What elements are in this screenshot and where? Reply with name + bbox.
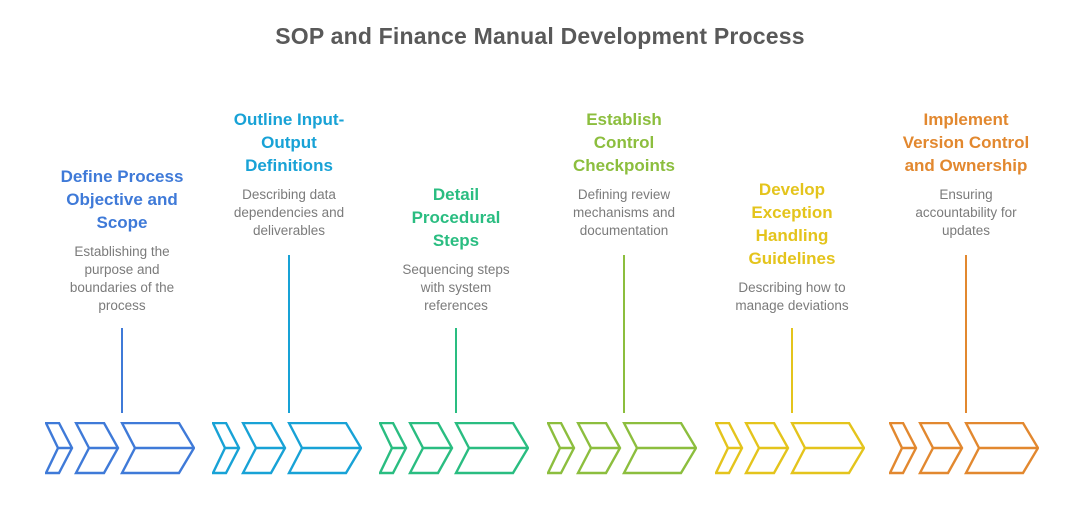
diagram-title: SOP and Finance Manual Development Proce… [275,23,805,49]
process-step-2: Outline Input- Output Definitions Descri… [205,0,373,512]
connector-line [288,255,290,413]
step-description: Sequencing steps with system references [402,262,510,313]
step-title: Develop Exception Handling Guidelines [748,180,836,268]
connector-line [121,328,123,413]
step-text: Develop Exception Handling Guidelines De… [704,178,880,315]
connector-line [791,328,793,413]
step-description: Ensuring accountability for updates [915,187,1017,238]
step-title: Establish Control Checkpoints [572,110,676,175]
process-step-6: Implement Version Control and Ownership … [882,0,1050,512]
step-title: Define Process Objective and Scope [60,167,184,232]
step-text: Detail Procedural Steps Sequencing steps… [368,183,544,315]
chevron-arrows-icon [547,422,697,475]
chevron-arrows-icon [379,422,529,475]
chevron-arrows-icon [889,422,1039,475]
step-description: Establishing the purpose and boundaries … [69,244,175,313]
step-description: Describing data dependencies and deliver… [233,187,345,238]
chevron-arrows-icon [715,422,865,475]
process-step-4: Establish Control Checkpoints Defining r… [540,0,708,512]
chevron-arrows-icon [212,422,362,475]
process-step-3: Detail Procedural Steps Sequencing steps… [372,0,540,512]
step-text: Define Process Objective and Scope Estab… [34,165,210,315]
process-step-1: Define Process Objective and Scope Estab… [38,0,206,512]
step-text: Outline Input- Output Definitions Descri… [201,108,377,240]
connector-line [965,255,967,413]
step-title: Outline Input- Output Definitions [233,110,345,175]
step-description: Describing how to manage deviations [735,280,849,313]
step-title: Implement Version Control and Ownership [902,110,1030,175]
step-description: Defining review mechanisms and documenta… [572,187,676,238]
step-text: Implement Version Control and Ownership … [878,108,1054,240]
step-title: Detail Procedural Steps [411,185,501,250]
chevron-arrows-icon [45,422,195,475]
process-step-5: Develop Exception Handling Guidelines De… [708,0,876,512]
connector-line [455,328,457,413]
connector-line [623,255,625,413]
step-text: Establish Control Checkpoints Defining r… [536,108,712,240]
